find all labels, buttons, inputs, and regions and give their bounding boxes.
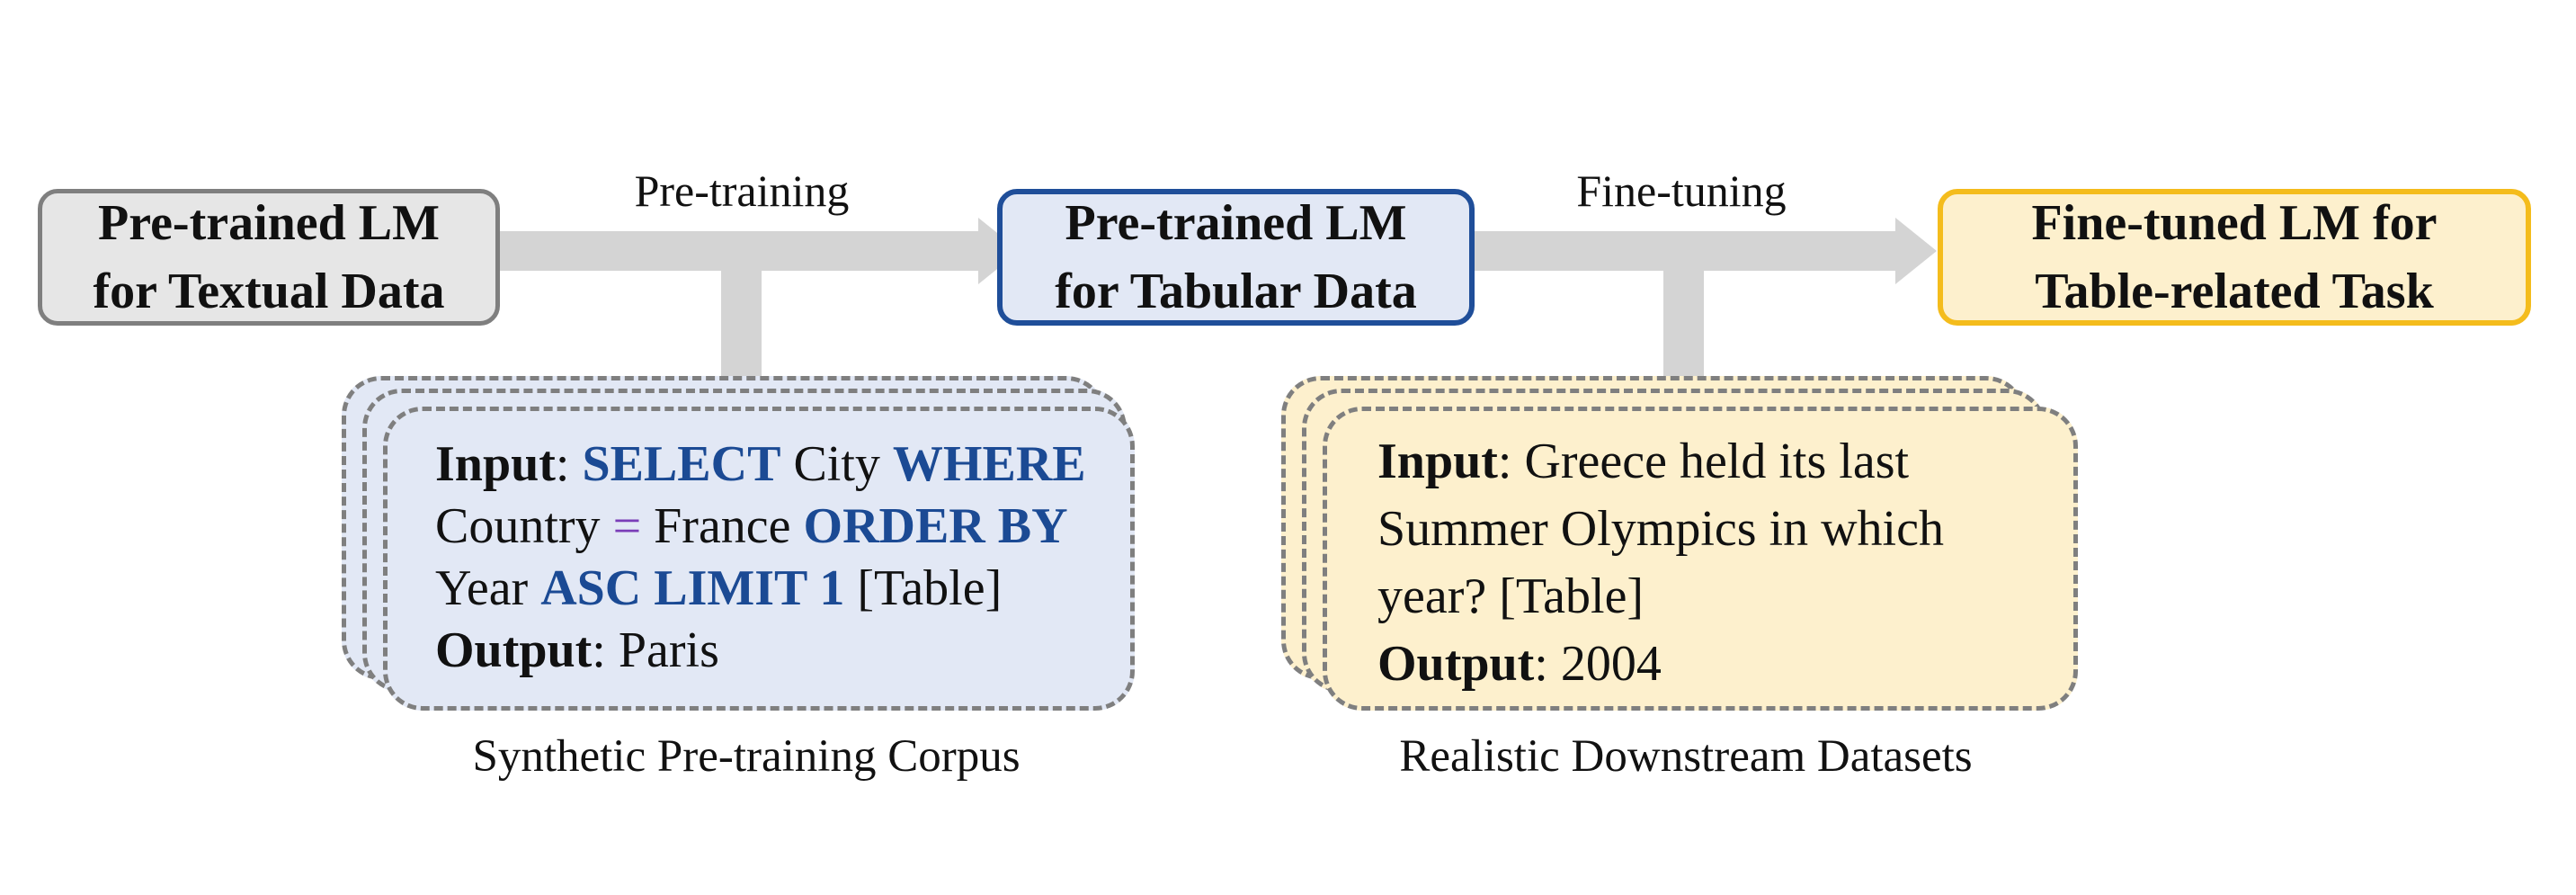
finetuning-datasets-connector [1663, 261, 1704, 376]
sql-city: City [793, 436, 880, 492]
finetune-line-3: year? [Table] [1377, 568, 1645, 624]
downstream-datasets-caption: Realistic Downstream Datasets [1399, 731, 1973, 782]
finetune-input-colon: : [1497, 434, 1512, 489]
pretrain-output-label: Output [435, 622, 593, 678]
tabular-lm-box: Pre-trained LM for Tabular Data [997, 189, 1475, 326]
finetune-card-front [1323, 407, 2078, 711]
finetuning-arrowhead [1895, 218, 1937, 284]
finetune-example-text: Input: Greece held its last Summer Olymp… [1377, 428, 2061, 698]
finetuning-label: Fine-tuning [1576, 166, 1787, 216]
sql-where-keyword: WHERE [892, 436, 1086, 492]
textual-lm-line-1: Pre-trained LM [98, 195, 440, 251]
pretraining-corpus-connector [721, 261, 762, 376]
sql-france: France [654, 498, 791, 554]
sql-asc-limit-keyword: ASC LIMIT 1 [540, 560, 845, 616]
pretrain-corpus-caption: Synthetic Pre-training Corpus [472, 731, 1021, 782]
textual-lm-line-2: for Textual Data [93, 264, 445, 319]
pretrain-example-text: Input: SELECT City WHERE Country = Franc… [435, 434, 1119, 682]
sql-year: Year [435, 560, 529, 616]
pretrain-input-colon: : [555, 436, 570, 492]
pretrain-line-2: Country = France ORDER BY [435, 496, 1119, 558]
pretrain-output-value: Paris [618, 622, 719, 678]
finetune-output-label: Output [1377, 636, 1535, 692]
finetuned-lm-line-2: Table-related Task [2035, 264, 2434, 319]
finetune-line-4: Output: 2004 [1377, 631, 2061, 698]
pretrain-line-1: Input: SELECT City WHERE [435, 434, 1119, 496]
sql-equals-operator: = [612, 498, 642, 554]
textual-lm-box: Pre-trained LM for Textual Data [38, 189, 500, 326]
pretrain-input-label: Input [435, 436, 556, 492]
sql-order-by-keyword: ORDER BY [803, 498, 1068, 554]
pretrain-line-4: Output: Paris [435, 620, 1119, 682]
sql-table: [Table] [857, 560, 1003, 616]
tabular-lm-line-2: for Tabular Data [1055, 264, 1417, 319]
pretrain-output-colon: : [592, 622, 606, 678]
finetune-line-2: Summer Olympics in which [1377, 501, 1944, 557]
finetune-input-label: Input [1377, 434, 1498, 489]
finetuned-lm-box: Fine-tuned LM for Table-related Task [1938, 189, 2531, 326]
finetune-output-colon: : [1534, 636, 1548, 692]
pretrain-line-3: Year ASC LIMIT 1 [Table] [435, 558, 1119, 620]
pretrain-card-front [383, 407, 1135, 711]
finetune-output-value: 2004 [1560, 636, 1662, 692]
finetune-line-1: Input: Greece held its last [1377, 428, 2061, 496]
pretraining-label: Pre-training [634, 166, 850, 216]
tabular-lm-line-1: Pre-trained LM [1065, 195, 1407, 251]
sql-country: Country [435, 498, 601, 554]
finetune-input-text-1: Greece held its last [1524, 434, 1910, 489]
sql-select-keyword: SELECT [582, 436, 781, 492]
finetuned-lm-line-1: Fine-tuned LM for [2031, 195, 2438, 251]
